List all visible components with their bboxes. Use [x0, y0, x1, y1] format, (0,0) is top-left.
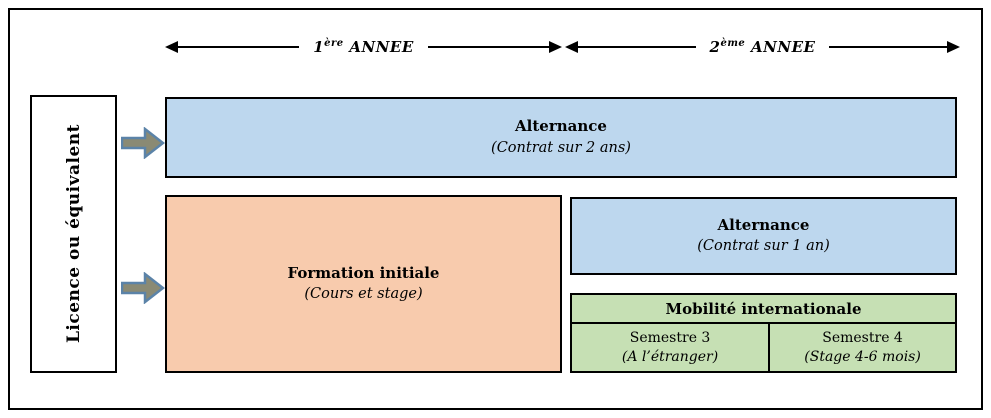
licence-box: Licence ou équivalent: [30, 95, 117, 373]
alternance-2ans-box: Alternance (Contrat sur 2 ans): [165, 97, 957, 178]
year1-timeline-arrow: 1ère ANNEE: [165, 38, 562, 56]
year1-label: 1ère ANNEE: [313, 38, 414, 56]
alternance-2ans-subtitle: (Contrat sur 2 ans): [491, 139, 631, 156]
semestre-3-cell: Semestre 3 (A l’étranger): [572, 324, 768, 371]
mobilite-header: Mobilité internationale: [572, 295, 955, 324]
arrowhead-left-icon: [565, 41, 578, 53]
outer-frame: [8, 8, 983, 410]
right-block-arrow-icon: [121, 127, 165, 159]
semestre-3-subtitle: (A l’étranger): [621, 348, 719, 365]
timeline-line: [578, 46, 696, 48]
alternance-1an-title: Alternance: [717, 215, 810, 234]
timeline-line: [178, 46, 300, 48]
formation-initiale-title: Formation initiale: [287, 263, 440, 282]
arrowhead-right-icon: [947, 41, 960, 53]
arrowhead-left-icon: [165, 41, 178, 53]
alternance-1an-box: Alternance (Contrat sur 1 an): [570, 197, 957, 275]
arrowhead-right-icon: [549, 41, 562, 53]
timeline-line: [427, 46, 549, 48]
year2-label: 2ème ANNEE: [709, 38, 816, 56]
alternance-2ans-title: Alternance: [515, 117, 607, 136]
semestre-4-subtitle: (Stage 4-6 mois): [804, 348, 921, 365]
timeline-line: [829, 46, 947, 48]
semestre-4-cell: Semestre 4 (Stage 4-6 mois): [768, 324, 955, 371]
semestre-3-title: Semestre 3: [629, 330, 711, 347]
semestre-4-title: Semestre 4: [822, 330, 903, 347]
formation-initiale-subtitle: (Cours et stage): [304, 286, 423, 303]
right-block-arrow-icon: [121, 272, 165, 304]
mobilite-row: Semestre 3 (A l’étranger) Semestre 4 (St…: [572, 324, 955, 371]
year2-timeline-arrow: 2ème ANNEE: [565, 38, 960, 56]
licence-label: Licence ou équivalent: [63, 124, 84, 344]
formation-initiale-box: Formation initiale (Cours et stage): [165, 195, 562, 373]
alternance-1an-subtitle: (Contrat sur 1 an): [697, 238, 830, 255]
mobilite-internationale-box: Mobilité internationale Semestre 3 (A l’…: [570, 293, 957, 373]
